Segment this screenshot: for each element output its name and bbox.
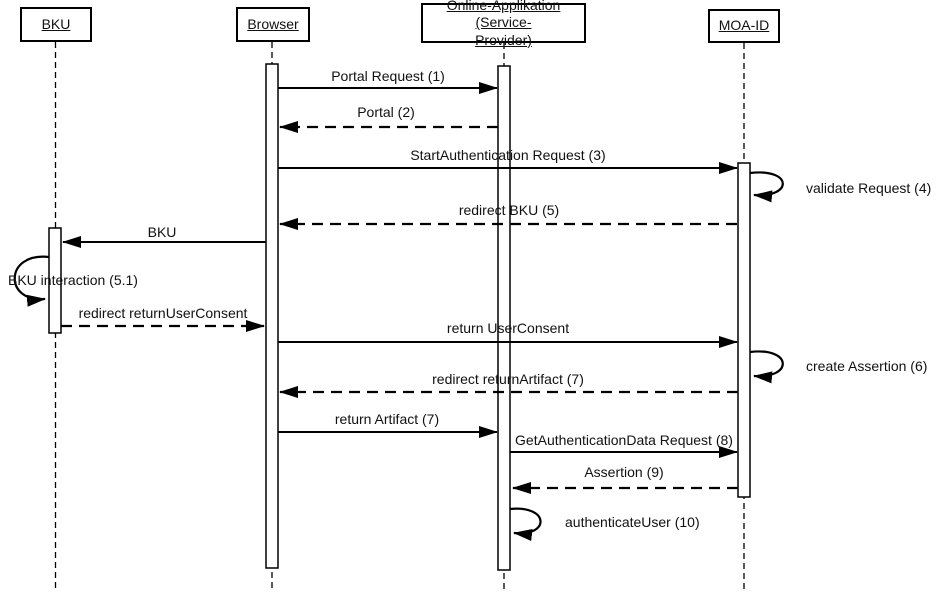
actor-label-bku: BKU xyxy=(41,15,71,32)
message-label-get-authentication-data: GetAuthenticationData Request (8) xyxy=(515,432,733,448)
activation-bar-online-app xyxy=(497,65,511,571)
message-label-portal-return: Portal (2) xyxy=(357,104,415,120)
activation-bar-bku xyxy=(48,227,62,334)
message-label-return-user-consent: return UserConsent xyxy=(446,320,570,336)
message-label-return-artifact: return Artifact (7) xyxy=(334,411,440,427)
actor-label-browser: Browser xyxy=(247,15,299,32)
actor-box-moa-id: MOA-ID xyxy=(708,9,780,43)
message-label-portal-request: Portal Request (1) xyxy=(331,68,445,84)
message-label-bku-interaction: BKU interaction (5.1) xyxy=(8,272,138,288)
message-label-create-assertion: create Assertion (6) xyxy=(806,358,928,374)
actor-box-browser: Browser xyxy=(236,7,310,42)
actor-label-moa-id: MOA-ID xyxy=(718,17,770,34)
message-label-validate-request: validate Request (4) xyxy=(806,180,932,196)
activation-bar-moa-id xyxy=(737,162,751,498)
actor-box-bku: BKU xyxy=(20,7,92,42)
message-label-redirect-bku: redirect BKU (5) xyxy=(458,202,560,218)
actor-box-online-app: Online-Applikation (Service- Provider) xyxy=(421,0,586,48)
message-label-redirect-return-user-consent: redirect returnUserConsent xyxy=(78,305,248,321)
message-label-bku: BKU xyxy=(147,224,177,240)
self-loop-bku-interaction xyxy=(13,255,50,307)
self-loop-validate-request xyxy=(749,171,784,203)
self-loop-create-assertion xyxy=(749,350,784,384)
activation-bar-browser xyxy=(265,63,279,569)
message-label-authenticate-user: authenticateUser (10) xyxy=(565,514,700,530)
actor-label-online-app: Online-Applikation (Service- Provider) xyxy=(446,0,561,48)
message-label-redirect-return-artifact: redirect returnArtifact (7) xyxy=(432,371,584,387)
message-label-start-authentication: StartAuthentication Request (3) xyxy=(410,147,606,163)
self-loop-authenticate-user xyxy=(509,507,542,541)
message-label-assertion: Assertion (9) xyxy=(584,464,664,480)
